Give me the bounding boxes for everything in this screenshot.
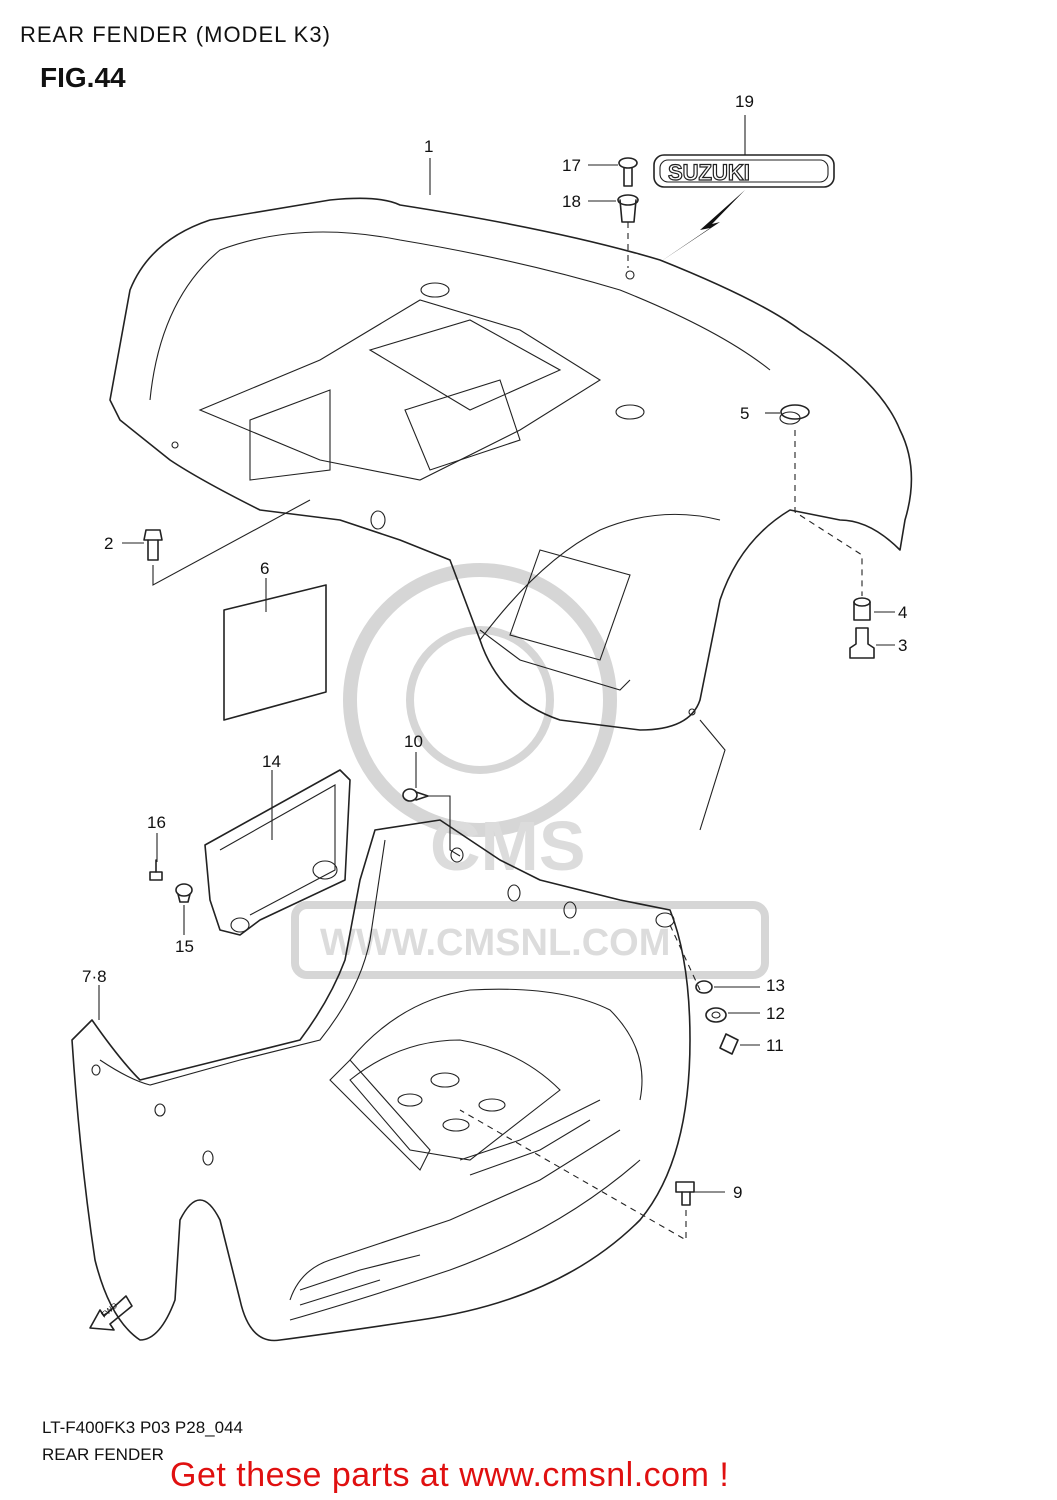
figure-number: FIG.44 bbox=[40, 62, 126, 93]
callout-13: 13 bbox=[766, 976, 785, 995]
page-title: REAR FENDER (MODEL K3) bbox=[20, 22, 331, 47]
screw-16 bbox=[149, 859, 163, 881]
callout-18: 18 bbox=[562, 192, 581, 211]
bolt-2 bbox=[143, 529, 163, 561]
washer-12 bbox=[705, 1007, 727, 1023]
tool-case-14 bbox=[204, 769, 351, 936]
bolt-9 bbox=[675, 1181, 695, 1206]
diagram-code: LT-F400FK3 P03 P28_044 bbox=[42, 1418, 243, 1437]
fwd-label: FWD bbox=[100, 1301, 120, 1320]
collar-18 bbox=[617, 194, 639, 223]
rear-fender-lower bbox=[71, 819, 691, 1342]
suzuki-emblem: SUZUKI bbox=[653, 154, 835, 262]
callout-1: 1 bbox=[424, 137, 433, 156]
bolt-17 bbox=[618, 157, 638, 187]
callout-5: 5 bbox=[740, 404, 749, 423]
callout-15: 15 bbox=[175, 937, 194, 956]
callout-19: 19 bbox=[735, 92, 754, 111]
callout-17: 17 bbox=[562, 156, 581, 175]
callout-12: 12 bbox=[766, 1004, 785, 1023]
callout-16: 16 bbox=[147, 813, 166, 832]
rear-fender-upper bbox=[109, 197, 913, 731]
callout-7-8: 7·8 bbox=[82, 967, 107, 986]
callout-14: 14 bbox=[262, 752, 281, 771]
callout-9: 9 bbox=[733, 1183, 742, 1202]
bolt-3 bbox=[849, 627, 875, 659]
emblem-text: SUZUKI bbox=[668, 160, 750, 185]
label-6 bbox=[223, 584, 327, 721]
callout-10: 10 bbox=[404, 732, 423, 751]
callout-6: 6 bbox=[260, 559, 269, 578]
callout-2: 2 bbox=[104, 534, 113, 553]
forward-arrow-icon: FWD bbox=[89, 1295, 133, 1331]
watermark-url: WWW.CMSNL.COM bbox=[320, 922, 670, 964]
screw-11 bbox=[719, 1033, 739, 1055]
leader-lines bbox=[98, 115, 895, 1241]
watermark-brand: CMS bbox=[430, 807, 586, 885]
collar-4 bbox=[853, 597, 871, 621]
promo-link[interactable]: Get these parts at www.cmsnl.com ! bbox=[170, 1456, 730, 1494]
nut-15 bbox=[175, 883, 193, 903]
grommet-5 bbox=[780, 404, 810, 420]
callout-4: 4 bbox=[898, 603, 907, 622]
washer-13 bbox=[695, 980, 713, 994]
callout-11: 11 bbox=[766, 1036, 784, 1055]
callout-labels: 1 2 3 4 5 6 7·8 9 10 11 12 13 14 15 16 1… bbox=[82, 92, 907, 1202]
callout-3: 3 bbox=[898, 636, 907, 655]
diagram-caption: REAR FENDER bbox=[42, 1445, 164, 1464]
cms-watermark: CMS WWW.CMSNL.COM bbox=[291, 563, 769, 979]
